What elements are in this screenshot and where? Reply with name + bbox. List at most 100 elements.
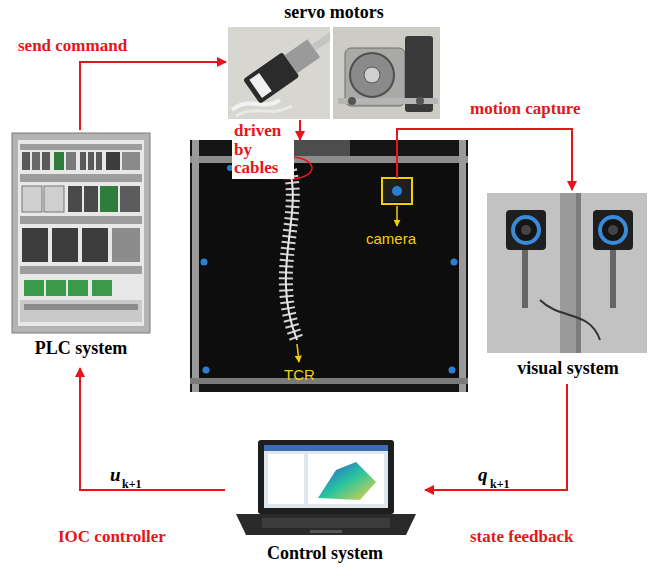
robot-lab-photo-part xyxy=(459,140,466,392)
plc-cabinet-photo-part xyxy=(80,152,86,170)
plc-cabinet-photo-part xyxy=(20,144,142,150)
servo-photo-right-part xyxy=(416,97,424,105)
plc-cabinet-photo-part xyxy=(92,280,112,296)
plc-cabinet-photo-part xyxy=(24,304,138,310)
node-title: servo motors xyxy=(226,2,442,23)
robot-lab-photo-part xyxy=(201,259,208,266)
camera-photo-part xyxy=(521,225,531,235)
servo-photo-right-part xyxy=(350,53,394,97)
plc-cabinet-photo-part xyxy=(106,152,120,170)
flow-arrow xyxy=(425,384,567,490)
laptop-photo-part xyxy=(268,454,304,504)
camera-photo xyxy=(487,193,647,353)
plc-cabinet-photo-part xyxy=(12,133,150,333)
laptop-photo-part xyxy=(236,514,416,535)
plc-cabinet-photo-part xyxy=(82,228,108,262)
edge-label: driven by cables xyxy=(232,121,294,179)
plc-cabinet-photo-part xyxy=(32,152,40,170)
plc-cabinet-photo-part xyxy=(68,186,82,212)
plc-cabinet-photo-part xyxy=(20,300,142,322)
servo-photo-right xyxy=(333,27,440,119)
laptop-photo-part xyxy=(258,440,394,514)
photo-box: Control system xyxy=(225,437,425,567)
photo-annotation: camera xyxy=(366,230,416,247)
edge-label: state feedback xyxy=(470,528,573,547)
robot-lab-photo-part xyxy=(382,178,412,204)
robot-lab-photo-part xyxy=(449,367,456,374)
robot-lab-photo-part xyxy=(392,186,402,196)
node-title: Control system xyxy=(225,543,425,564)
node-title: visual system xyxy=(484,358,652,379)
flow-arrow xyxy=(80,62,226,130)
plc-cabinet-photo-part xyxy=(120,186,140,212)
laptop-photo-part xyxy=(264,445,388,451)
laptop-photo-part xyxy=(264,445,388,508)
signal-subscript: k+1 xyxy=(122,478,142,490)
laptop-photo-part xyxy=(318,462,376,500)
plc-cabinet-photo-part xyxy=(22,186,42,212)
photo-annotation: TCR xyxy=(284,366,315,383)
plc-cabinet-photo-part xyxy=(84,186,98,212)
servo-photo-left-part xyxy=(232,100,280,110)
servo-photo-right-part xyxy=(333,27,440,119)
flow-arrow xyxy=(397,129,572,190)
servo-photo-left-part-part xyxy=(312,27,330,51)
servo-photo-right-part xyxy=(364,67,380,83)
plc-cabinet-photo-part xyxy=(68,280,88,296)
robot-lab-photo-part xyxy=(192,140,199,392)
camera-photo-part xyxy=(487,193,647,353)
plc-cabinet-photo-part xyxy=(100,186,118,212)
plc-cabinet-photo-part xyxy=(44,186,64,212)
plc-cabinet-photo-part xyxy=(24,280,44,296)
plc-cabinet-photo-part xyxy=(54,152,64,170)
camera-photo-part xyxy=(593,210,633,250)
signal-name: u xyxy=(110,465,121,484)
plc-cabinet-photo-part xyxy=(46,280,66,296)
plc-cabinet-photo-part xyxy=(18,140,144,326)
servo-photo-left-part-part xyxy=(249,73,271,98)
robot-lab-photo-part xyxy=(451,259,458,266)
plc-cabinet-photo-part xyxy=(122,152,140,170)
plc-cabinet-photo-part xyxy=(22,228,48,262)
flow-arrow xyxy=(80,368,225,490)
plc-cabinet-photo-part xyxy=(22,152,30,170)
robot-lab-photo-part xyxy=(190,378,468,384)
plc-cabinet-photo-part xyxy=(42,152,50,170)
node-title: PLC system xyxy=(5,338,157,359)
robot-lab-photo-part xyxy=(203,367,210,374)
robot-lab-photo-part xyxy=(199,163,459,378)
camera-photo-part xyxy=(576,193,581,353)
camera-photo-part xyxy=(600,217,626,243)
signal-subscript: k+1 xyxy=(490,478,510,490)
edge-label: send command xyxy=(18,37,127,56)
plc-cabinet-photo-part xyxy=(20,174,142,182)
laptop-photo-part xyxy=(310,530,342,533)
signal-name: q xyxy=(478,465,488,484)
laptop-photo-part xyxy=(308,454,384,504)
laptop-photo xyxy=(236,440,416,535)
plc-cabinet-photo xyxy=(12,133,150,333)
camera-photo-part xyxy=(506,210,546,250)
plc-cabinet-photo-part xyxy=(20,216,142,224)
plc-cabinet-photo-part xyxy=(66,152,76,170)
servo-photo-right-part xyxy=(348,97,356,105)
camera-photo-part xyxy=(540,300,600,340)
photo-box: visual system xyxy=(484,190,652,384)
robot-lab-photo-part xyxy=(297,344,299,362)
edge-label: IOC controller xyxy=(58,528,166,547)
camera-photo-part xyxy=(610,248,616,308)
photo-box: servo motors xyxy=(226,0,442,120)
servo-photo-left-part xyxy=(228,27,330,119)
robot-lab-photo-part xyxy=(383,180,411,202)
flow-arrow xyxy=(299,120,301,140)
plc-cabinet-photo-part xyxy=(20,266,142,274)
camera-photo-part xyxy=(608,225,618,235)
plc-cabinet-photo-part xyxy=(96,152,102,170)
robot-lab-photo-part xyxy=(396,140,398,178)
servo-photo-right-part xyxy=(338,98,438,104)
servo-photo-left xyxy=(228,27,330,119)
robot-lab-photo-part xyxy=(396,206,398,226)
